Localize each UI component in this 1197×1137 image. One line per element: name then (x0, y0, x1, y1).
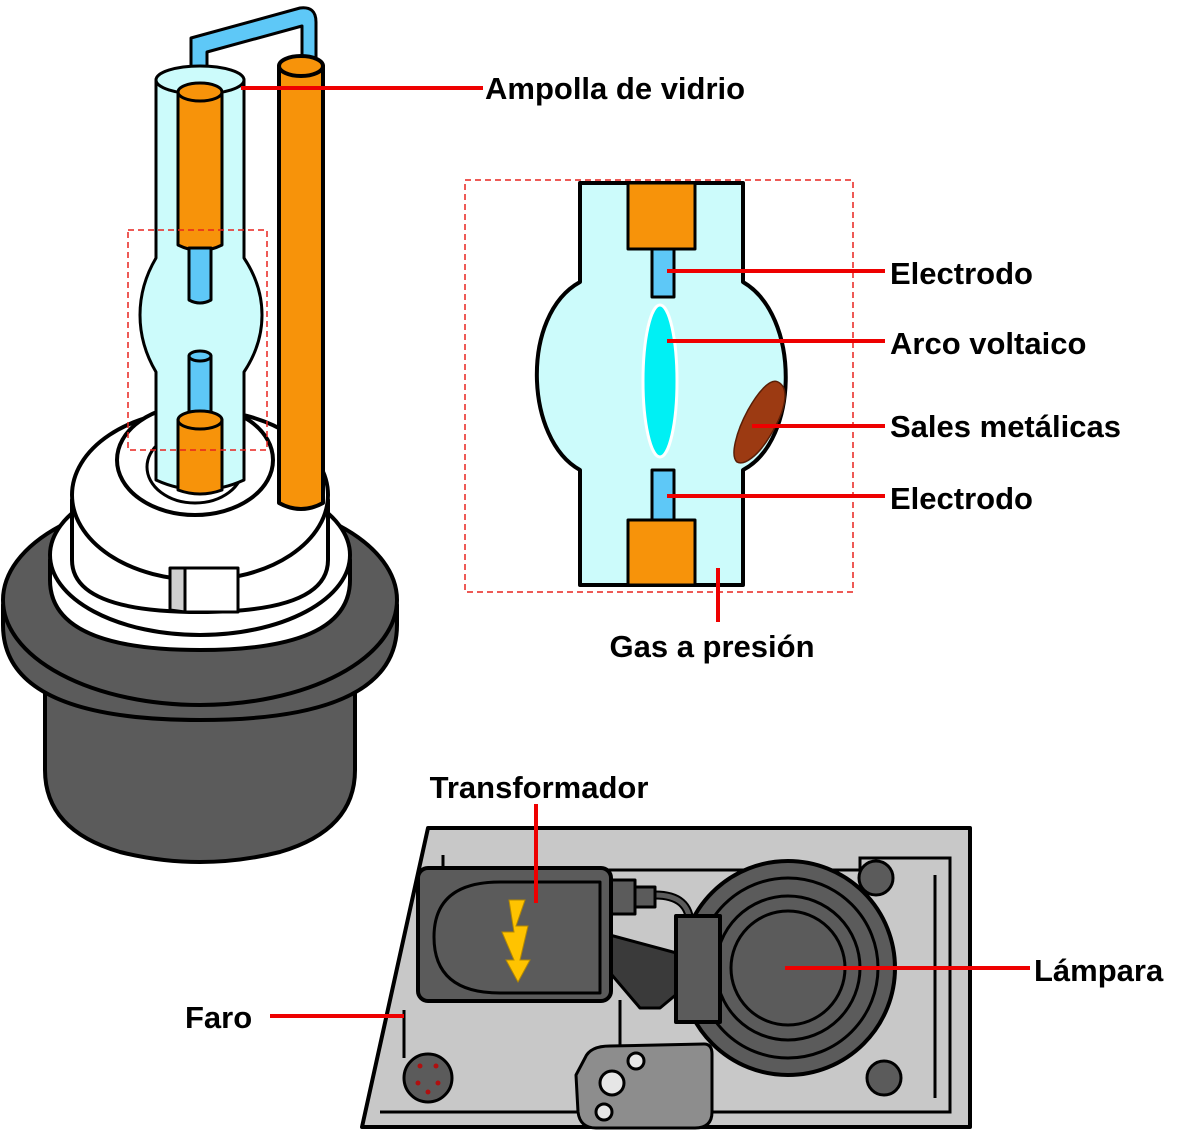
lightning-bolt-icon (501, 899, 531, 984)
label-electrode-bottom: Electrodo (890, 481, 1033, 516)
label-metal-salts: Sales metálicas (890, 409, 1121, 444)
arc-plasma (641, 303, 679, 459)
label-glass-bulb: Ampolla de vidrio (485, 71, 745, 106)
label-transformer: Transformador (430, 770, 649, 805)
label-lamp: Lámpara (1034, 953, 1164, 988)
label-electrode-top: Electrodo (890, 256, 1033, 291)
leader-lines (241, 86, 1030, 1018)
bulb-assembly (138, 6, 325, 511)
bulb-detail (534, 181, 788, 587)
headlight-unit (360, 826, 972, 1130)
return-wire (189, 6, 318, 97)
label-headlight: Faro (185, 1000, 252, 1035)
label-pressurized-gas: Gas a presión (609, 629, 814, 664)
metal-salts-deposit (733, 380, 786, 464)
label-arc: Arco voltaico (890, 326, 1086, 361)
zoom-frame-detail (464, 179, 854, 593)
